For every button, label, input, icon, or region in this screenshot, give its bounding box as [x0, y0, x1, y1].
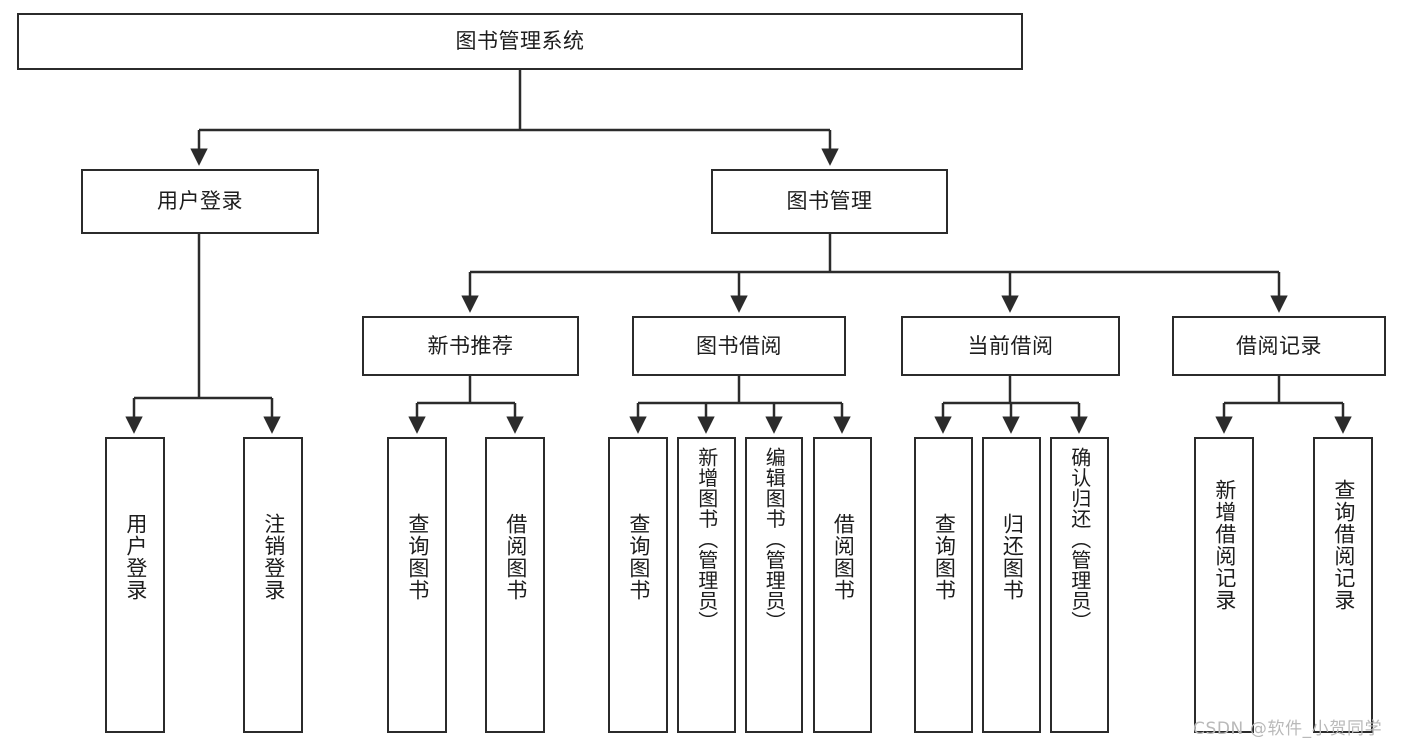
node-leaf-query-record-label: 查询借阅记录 — [1331, 479, 1356, 611]
node-leaf-query-book-3[interactable]: 查询图书 — [914, 437, 973, 733]
node-leaf-user-login-label: 用户登录 — [123, 513, 148, 601]
node-leaf-query-book-1[interactable]: 查询图书 — [387, 437, 447, 733]
node-book-manage[interactable]: 图书管理 — [711, 169, 948, 234]
node-book-manage-label: 图书管理 — [786, 189, 873, 214]
node-borrow-record[interactable]: 借阅记录 — [1172, 316, 1386, 376]
csdn-watermark: CSDN @软件_小贺同学 — [1193, 719, 1383, 739]
node-leaf-return-book[interactable]: 归还图书 — [982, 437, 1041, 733]
node-leaf-add-book[interactable]: 新增图书（管理员） — [677, 437, 736, 733]
node-root[interactable]: 图书管理系统 — [17, 13, 1023, 70]
node-borrow-record-label: 借阅记录 — [1236, 333, 1322, 358]
node-leaf-logout[interactable]: 注销登录 — [243, 437, 303, 733]
node-leaf-return-book-label: 归还图书 — [1000, 513, 1025, 601]
node-leaf-edit-book-label: 编辑图书（管理员） — [762, 447, 787, 632]
node-leaf-borrow-book-2[interactable]: 借阅图书 — [813, 437, 872, 733]
node-leaf-query-book-1-label: 查询图书 — [405, 513, 430, 601]
node-new-book-rec[interactable]: 新书推荐 — [362, 316, 579, 376]
node-book-borrow-label: 图书借阅 — [696, 333, 782, 358]
node-leaf-borrow-book-1-label: 借阅图书 — [503, 513, 528, 601]
node-user-login[interactable]: 用户登录 — [81, 169, 319, 234]
node-leaf-add-record[interactable]: 新增借阅记录 — [1194, 437, 1254, 733]
node-leaf-borrow-book-1[interactable]: 借阅图书 — [485, 437, 545, 733]
node-leaf-edit-book[interactable]: 编辑图书（管理员） — [745, 437, 803, 733]
node-current-borrow[interactable]: 当前借阅 — [901, 316, 1120, 376]
node-leaf-query-record[interactable]: 查询借阅记录 — [1313, 437, 1373, 733]
node-leaf-confirm-return-label: 确认归还（管理员） — [1067, 447, 1092, 632]
node-user-login-label: 用户登录 — [157, 189, 243, 214]
node-leaf-borrow-book-2-label: 借阅图书 — [831, 513, 856, 601]
node-new-book-rec-label: 新书推荐 — [427, 333, 514, 358]
node-leaf-confirm-return[interactable]: 确认归还（管理员） — [1050, 437, 1109, 733]
node-leaf-add-record-label: 新增借阅记录 — [1212, 479, 1237, 611]
node-leaf-query-book-3-label: 查询图书 — [932, 513, 957, 601]
node-book-borrow[interactable]: 图书借阅 — [632, 316, 846, 376]
node-root-label: 图书管理系统 — [455, 29, 585, 54]
node-leaf-query-book-2[interactable]: 查询图书 — [608, 437, 668, 733]
node-current-borrow-label: 当前借阅 — [967, 333, 1054, 358]
node-leaf-add-book-label: 新增图书（管理员） — [694, 447, 719, 632]
node-leaf-user-login[interactable]: 用户登录 — [105, 437, 165, 733]
node-leaf-logout-label: 注销登录 — [261, 513, 286, 601]
node-leaf-query-book-2-label: 查询图书 — [626, 513, 651, 601]
